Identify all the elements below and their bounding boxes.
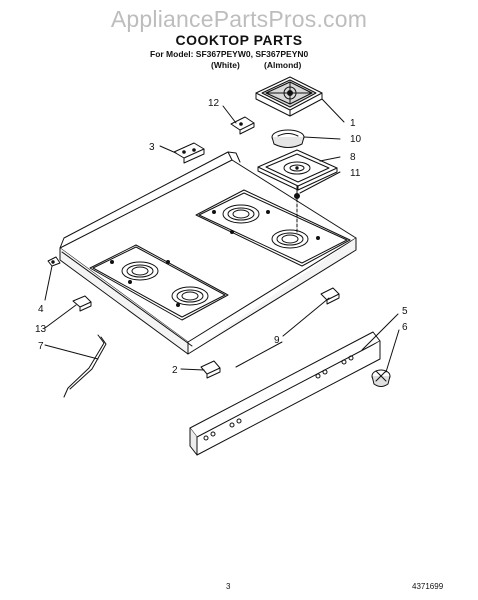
bracket-4 <box>47 256 61 267</box>
variant-white: (White) <box>211 60 240 70</box>
site-watermark: AppliancePartsPros.com <box>110 6 368 32</box>
variant-almond: (Almond) <box>264 60 302 70</box>
clip-13 <box>72 295 92 312</box>
callout-9: 9 <box>274 335 280 346</box>
wire-spring-7 <box>63 334 107 398</box>
control-knob <box>371 369 391 387</box>
page-number: 3 <box>226 582 231 591</box>
callout-10: 10 <box>350 134 362 145</box>
callout-labels: 1 2 3 4 5 6 7 8 9 10 11 12 13 <box>35 98 408 376</box>
mounting-screw <box>294 185 300 233</box>
callout-12: 12 <box>208 98 220 109</box>
callout-1: 1 <box>350 118 356 129</box>
burner-grate <box>255 76 323 117</box>
callout-6: 6 <box>402 322 408 333</box>
clip-9-upper <box>320 287 340 305</box>
callout-3: 3 <box>149 142 155 153</box>
callout-8: 8 <box>350 152 356 163</box>
burner-base-plate <box>257 149 338 191</box>
clip-9-lower <box>200 360 221 379</box>
callout-13: 13 <box>35 324 47 335</box>
hinge-bracket-3 <box>173 142 205 164</box>
model-subtitle: For Model: SF367PEYW0, SF367PEYN0 <box>150 49 309 59</box>
burner-cap <box>271 129 305 148</box>
page-title: COOKTOP PARTS <box>175 32 303 48</box>
callout-11: 11 <box>350 168 361 179</box>
control-panel-strip <box>189 331 381 456</box>
cooktop-panel <box>59 151 357 355</box>
callout-7: 7 <box>38 341 44 352</box>
callout-2: 2 <box>172 365 178 376</box>
callout-4: 4 <box>38 304 44 315</box>
callout-5: 5 <box>402 306 408 317</box>
clip-12 <box>230 116 255 135</box>
document-number: 4371699 <box>412 582 444 591</box>
leader-lines <box>44 98 400 373</box>
